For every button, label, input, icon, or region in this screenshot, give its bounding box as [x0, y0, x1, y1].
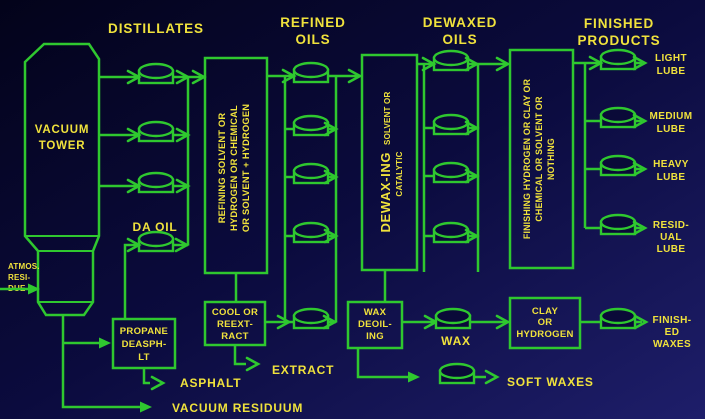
header-distillates: DISTILLATES — [108, 21, 204, 36]
refined-oil-rows — [267, 61, 362, 322]
dewaxed-tank-2 — [432, 113, 470, 136]
distillate-tank-1 — [137, 62, 175, 85]
dewaxed-tank-3 — [432, 161, 470, 184]
distillate-tank-3 — [137, 171, 175, 194]
product-tank-residual — [599, 213, 637, 236]
light-lube-label: LIGHT — [655, 53, 687, 64]
refined-tank-3 — [292, 162, 330, 185]
header-refined-oils-2: OILS — [295, 32, 330, 47]
atmos-residue-label: ATMOS. — [8, 262, 40, 271]
vacuum-tower-label: VACUUM — [35, 124, 89, 136]
refining-box-text: REFINING SOLVENT OR — [217, 113, 227, 224]
propane-box-text-2: DEASPH- — [122, 339, 167, 350]
da-oil-stream: DA OIL — [123, 220, 189, 319]
da-oil-label: DA OIL — [132, 220, 177, 234]
extract-label: EXTRACT — [272, 363, 334, 377]
residual-lube-label-3: LUBE — [657, 244, 686, 255]
wax-deoiling-text-3: ING — [366, 331, 384, 342]
atmos-residue-label-2: RESI- — [8, 273, 30, 282]
finishing-box: FINISHING HYDROGEN OR CLAY OR CHEMICAL O… — [508, 48, 575, 270]
heavy-lube-label-2: LUBE — [657, 172, 686, 183]
wax-deoiling: WAX DEOIL- ING SOFT WAXES — [346, 270, 594, 389]
asphalt-label: ASPHALT — [180, 376, 241, 390]
dewaxing-box-text: DEWAX-INGSOLVENT OR — [378, 92, 393, 233]
finishing-box-text: FINISHING HYDROGEN OR CLAY OR — [522, 78, 532, 239]
column-headers: DISTILLATES REFINED OILS DEWAXED OILS FI… — [108, 15, 660, 48]
wax-tank — [434, 307, 472, 330]
clay-box-text-3: HYDROGEN — [516, 329, 573, 340]
da-oil-tank — [137, 230, 175, 253]
propane-deasphalter: PROPANE DEASPH- LT ASPHALT — [63, 317, 241, 391]
reextract-tank — [292, 307, 330, 330]
cool-box-text-3: RACT — [221, 331, 249, 342]
product-tank-heavy — [599, 154, 637, 177]
vacuum-tower: VACUUM TOWER — [23, 42, 101, 317]
medium-lube-label: MEDIUM — [650, 111, 693, 122]
vacuum-residuum-label: VACUUM RESIDUUM — [172, 401, 303, 415]
vacuum-tower-label-2: TOWER — [39, 140, 86, 152]
distillate-tank-2 — [137, 120, 175, 143]
dewaxing-box-text-2: CATALYTIC — [395, 151, 404, 196]
dewaxed-tank-1 — [432, 49, 470, 72]
vacuum-residuum-stream: VACUUM RESIDUUM — [61, 315, 303, 415]
finished-product-rows: LIGHT LUBE MEDIUM LUBE HEAVY LUBE RESID-… — [573, 48, 693, 255]
soft-waxes-label: SOFT WAXES — [507, 375, 594, 389]
propane-box-text-3: LT — [138, 352, 150, 363]
refining-box-text-3: OR SOLVENT + HYDROGEN — [241, 104, 251, 232]
wax-label: WAX — [441, 334, 471, 348]
propane-box-text: PROPANE — [120, 326, 168, 337]
finished-waxes-label-2: ED — [665, 327, 680, 338]
header-dewaxed-oils: DEWAXED — [423, 15, 498, 30]
clay-box-text: CLAY — [532, 306, 559, 317]
finishing-box-text-3: NOTHING — [546, 138, 556, 180]
refined-tank-2 — [292, 114, 330, 137]
header-refined-oils: REFINED — [280, 15, 346, 30]
residual-lube-label-2: UAL — [660, 232, 682, 243]
finishing-box-text-2: CHEMICAL OR SOLVENT OR — [534, 96, 544, 222]
cool-box-text-2: REEXT- — [217, 319, 253, 330]
refined-tank-1 — [292, 61, 330, 84]
refined-tank-4 — [292, 221, 330, 244]
cool-box-text: COOL OR — [212, 307, 258, 318]
finished-waxes-label-3: WAXES — [653, 339, 691, 350]
wax-deoiling-text-2: DEOIL- — [358, 319, 392, 330]
heavy-lube-label: HEAVY — [653, 159, 689, 170]
dewaxing-box: DEWAX-INGSOLVENT OR CATALYTIC — [360, 53, 419, 272]
atmos-residue-feed: ATMOS. RESI- DUE — [0, 262, 40, 295]
distillate-rows — [99, 62, 206, 245]
finished-waxes-tank — [599, 307, 637, 330]
dewaxed-tank-4 — [432, 221, 470, 244]
clay-box-text-2: OR — [538, 317, 553, 328]
residual-lube-label: RESID- — [653, 220, 689, 231]
header-dewaxed-oils-2: OILS — [442, 32, 477, 47]
medium-lube-label-2: LUBE — [657, 124, 686, 135]
header-finished-products: FINISHED — [584, 16, 654, 31]
dewaxed-oil-rows — [417, 49, 510, 272]
cool-reextract: COOL OR REEXT- RACT EXTRACT — [203, 273, 337, 377]
product-tank-medium — [599, 106, 637, 129]
wax-deoiling-text: WAX — [364, 307, 387, 318]
header-finished-products-2: PRODUCTS — [578, 33, 661, 48]
light-lube-label-2: LUBE — [657, 66, 686, 77]
soft-waxes-tank — [438, 362, 476, 385]
wax-finishing-row: WAX CLAY OR HYDROGEN FINISH- ED WAXES — [402, 296, 692, 350]
refining-box-text-2: HYDROGEN OR CHEMICAL — [229, 105, 239, 231]
finished-waxes-label: FINISH- — [653, 315, 692, 326]
product-tank-light — [599, 48, 637, 71]
